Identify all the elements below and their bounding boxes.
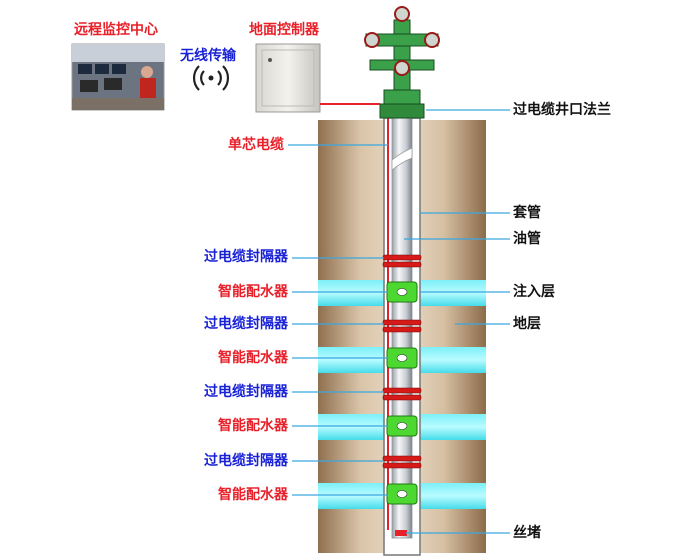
control-center-label: 远程监控中心 (74, 22, 158, 38)
packer-2 (382, 319, 422, 333)
tubing-label: 油管 (513, 231, 541, 247)
leader-lines (288, 109, 510, 534)
distributor-label-1: 智能配水器 (218, 284, 288, 300)
packer-label-2: 过电缆封隔器 (204, 316, 288, 332)
distributor-label-2: 智能配水器 (218, 350, 288, 366)
single-core-cable-label: 单芯电缆 (228, 137, 284, 153)
control-center-photo (71, 43, 165, 111)
distributor-2 (386, 347, 418, 369)
packer-4 (382, 455, 422, 469)
ground-controller-label: 地面控制器 (249, 22, 319, 38)
plug-label: 丝堵 (513, 525, 541, 541)
packer-3 (382, 387, 422, 401)
wireless-signal-icon (192, 65, 230, 91)
distributor-4 (386, 483, 418, 505)
controller-box-photo (255, 43, 321, 113)
packer-label-3: 过电缆封隔器 (204, 384, 288, 400)
formation-label: 地层 (513, 316, 541, 332)
plug-marker (395, 530, 407, 536)
injection-layer-label: 注入层 (513, 284, 555, 300)
packer-label-1: 过电缆封隔器 (204, 249, 288, 265)
cable-band (391, 147, 413, 171)
wellhead (364, 6, 440, 119)
distributor-label-3: 智能配水器 (218, 418, 288, 434)
packer-label-4: 过电缆封隔器 (204, 453, 288, 469)
distributor-label-4: 智能配水器 (218, 487, 288, 503)
distributor-1 (386, 281, 418, 303)
packer-1 (382, 254, 422, 268)
flange-label: 过电缆井口法兰 (513, 102, 611, 118)
wireless-label: 无线传输 (180, 48, 236, 64)
distributor-3 (386, 415, 418, 437)
casing-label: 套管 (513, 205, 541, 221)
